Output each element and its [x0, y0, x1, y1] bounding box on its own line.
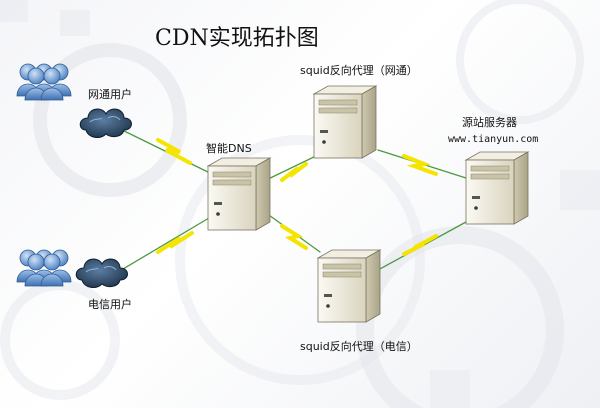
diagram-title: CDN实现拓扑图 [155, 26, 319, 51]
origin-server-url: www.tianyun.com [448, 134, 538, 145]
link-dns-squid-telecom [261, 209, 321, 253]
squid-netcom-node: squid反向代理（网通） [300, 63, 418, 159]
lightning-link-icon [156, 231, 194, 254]
link-telecom-users-dns [117, 214, 215, 273]
lightning-link-icon [280, 224, 308, 250]
link-dns-squid-netcom [261, 154, 319, 183]
link-netcom-users-dns [117, 127, 215, 176]
smart-dns-node: 智能DNS [206, 141, 271, 231]
lightning-link-icon [402, 234, 438, 256]
smart-dns-label: 智能DNS [206, 141, 252, 155]
cloud-icon [79, 108, 132, 138]
origin-server-label: 源站服务器 [462, 115, 517, 129]
cloud-icon [75, 258, 128, 288]
telecom-users-label: 电信用户 [88, 297, 132, 311]
telecom-users-node: 电信用户 [16, 249, 132, 311]
lightning-link-icon [156, 138, 192, 165]
server-icon [207, 157, 271, 231]
squid-telecom-node: squid反向代理（电信） [300, 249, 418, 353]
server-icon [465, 151, 529, 225]
server-icon [313, 85, 377, 159]
netcom-users-label: 网通用户 [88, 87, 132, 101]
netcom-users-node: 网通用户 [16, 63, 132, 138]
lightning-link-icon [402, 154, 438, 176]
server-icon [317, 249, 381, 323]
origin-server-node: 源站服务器 www.tianyun.com [448, 115, 538, 225]
connections [117, 127, 467, 273]
squid-netcom-label: squid反向代理（网通） [300, 63, 418, 77]
lightning-link-icon [280, 162, 308, 182]
link-squid-telecom-origin [377, 221, 467, 271]
link-squid-netcom-origin [377, 149, 467, 179]
users-icon [16, 249, 72, 287]
squid-telecom-label: squid反向代理（电信） [300, 339, 418, 353]
